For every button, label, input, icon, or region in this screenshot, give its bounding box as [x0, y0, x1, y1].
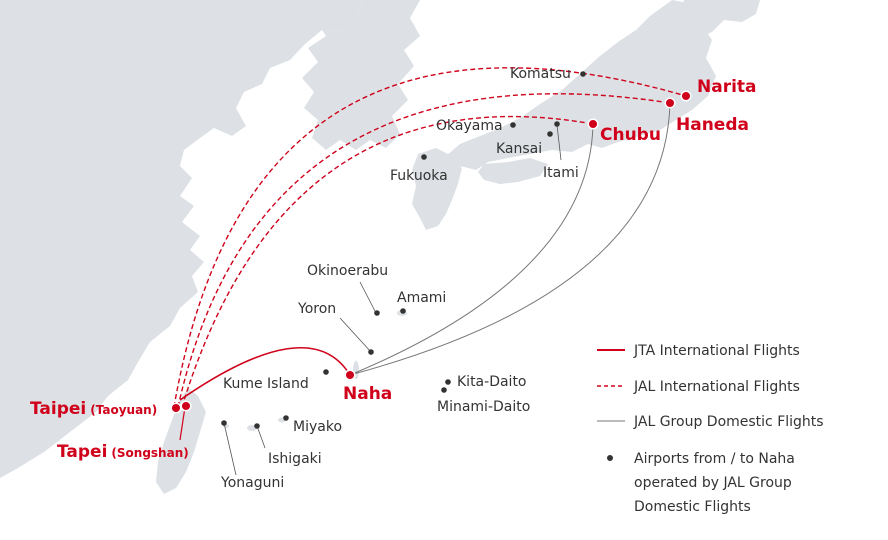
dot-taoyuan [170, 402, 182, 414]
label-okinoerabu: Okinoerabu [307, 263, 388, 279]
leader-ishigaki [256, 425, 266, 449]
label-haneda: Haneda [676, 115, 749, 135]
legend-airport-dot [607, 455, 613, 461]
dot-narita [680, 90, 692, 102]
label-kansai: Kansai [496, 141, 542, 157]
label-itami: Itami [543, 165, 579, 181]
legend-jta-label: JTA International Flights [633, 343, 800, 359]
label-taipei-taoyuan: Taipei (Taoyuan) [30, 399, 157, 419]
route-naha-taoyuan [179, 347, 351, 401]
route-songshan-leader [179, 406, 186, 441]
dot-minami-daito [441, 387, 447, 393]
dot-kita-daito [445, 379, 451, 385]
leader-yoron [339, 317, 372, 353]
dot-chubu [587, 118, 599, 130]
dot-ishigaki [254, 423, 260, 429]
label-minami-daito: Minami-Daito [437, 399, 530, 415]
legend-airports-line2: operated by JAL Group [634, 475, 792, 491]
leader-yonaguni [223, 422, 237, 476]
label-songshan: (Songshan) [111, 446, 188, 460]
route-naha-chubu [349, 123, 594, 376]
jal-international-routes [173, 67, 687, 408]
dot-komatsu [580, 71, 586, 77]
dot-yoron [368, 349, 374, 355]
dot-haneda [664, 97, 676, 109]
route-taoyuan-haneda [177, 93, 671, 408]
legend-airports-line3: Domestic Flights [634, 499, 751, 515]
dot-miyako [283, 415, 289, 421]
hub-dots [170, 90, 692, 414]
dot-kume-island [323, 369, 329, 375]
label-fukuoka: Fukuoka [390, 168, 448, 184]
label-kume-island: Kume Island [223, 376, 309, 392]
leader-itami [556, 124, 562, 161]
label-leaders [223, 124, 562, 476]
label-miyako: Miyako [293, 419, 342, 435]
label-chubu: Chubu [600, 125, 661, 145]
dot-naha [344, 369, 356, 381]
label-tapei-songshan: Tapei (Songshan) [57, 442, 189, 462]
label-kita-daito: Kita-Daito [457, 374, 527, 390]
route-taoyuan-chubu [181, 115, 594, 408]
dot-okinoerabu [374, 310, 380, 316]
label-naha: Naha [343, 384, 392, 404]
jta-international-routes [179, 347, 351, 441]
land-kyushu [412, 148, 462, 230]
dot-kansai [547, 131, 553, 137]
legend-jal-label: JAL International Flights [633, 379, 800, 395]
label-amami: Amami [397, 290, 446, 306]
label-taoyuan: (Taoyuan) [90, 403, 157, 417]
legend: JTA International Flights JAL Internatio… [597, 343, 824, 515]
dot-songshan [180, 400, 192, 412]
domestic-routes [349, 102, 671, 376]
route-naha-haneda [349, 102, 671, 376]
label-tapei: Tapei [57, 442, 107, 462]
land-mainland [0, 0, 362, 478]
dot-itami [554, 121, 560, 127]
label-yonaguni: Yonaguni [220, 475, 284, 491]
label-komatsu: Komatsu [510, 66, 571, 82]
land-taiwan [156, 388, 206, 494]
dot-fukuoka [421, 154, 427, 160]
land-korea [302, 0, 420, 150]
label-ishigaki: Ishigaki [268, 451, 322, 467]
legend-airports-line1: Airports from / to Naha [634, 451, 795, 467]
land-shikoku [478, 158, 548, 184]
label-narita: Narita [697, 77, 757, 97]
label-taipei: Taipei [30, 399, 86, 419]
dot-yonaguni [221, 420, 227, 426]
leader-okinoerabu [359, 281, 377, 314]
airport-dots [221, 71, 586, 429]
dot-amami [400, 308, 406, 314]
route-taoyuan-narita [173, 67, 687, 408]
dot-okayama [510, 122, 516, 128]
legend-domestic-label: JAL Group Domestic Flights [633, 414, 824, 430]
label-okayama: Okayama [436, 118, 503, 134]
label-yoron: Yoron [297, 301, 336, 317]
